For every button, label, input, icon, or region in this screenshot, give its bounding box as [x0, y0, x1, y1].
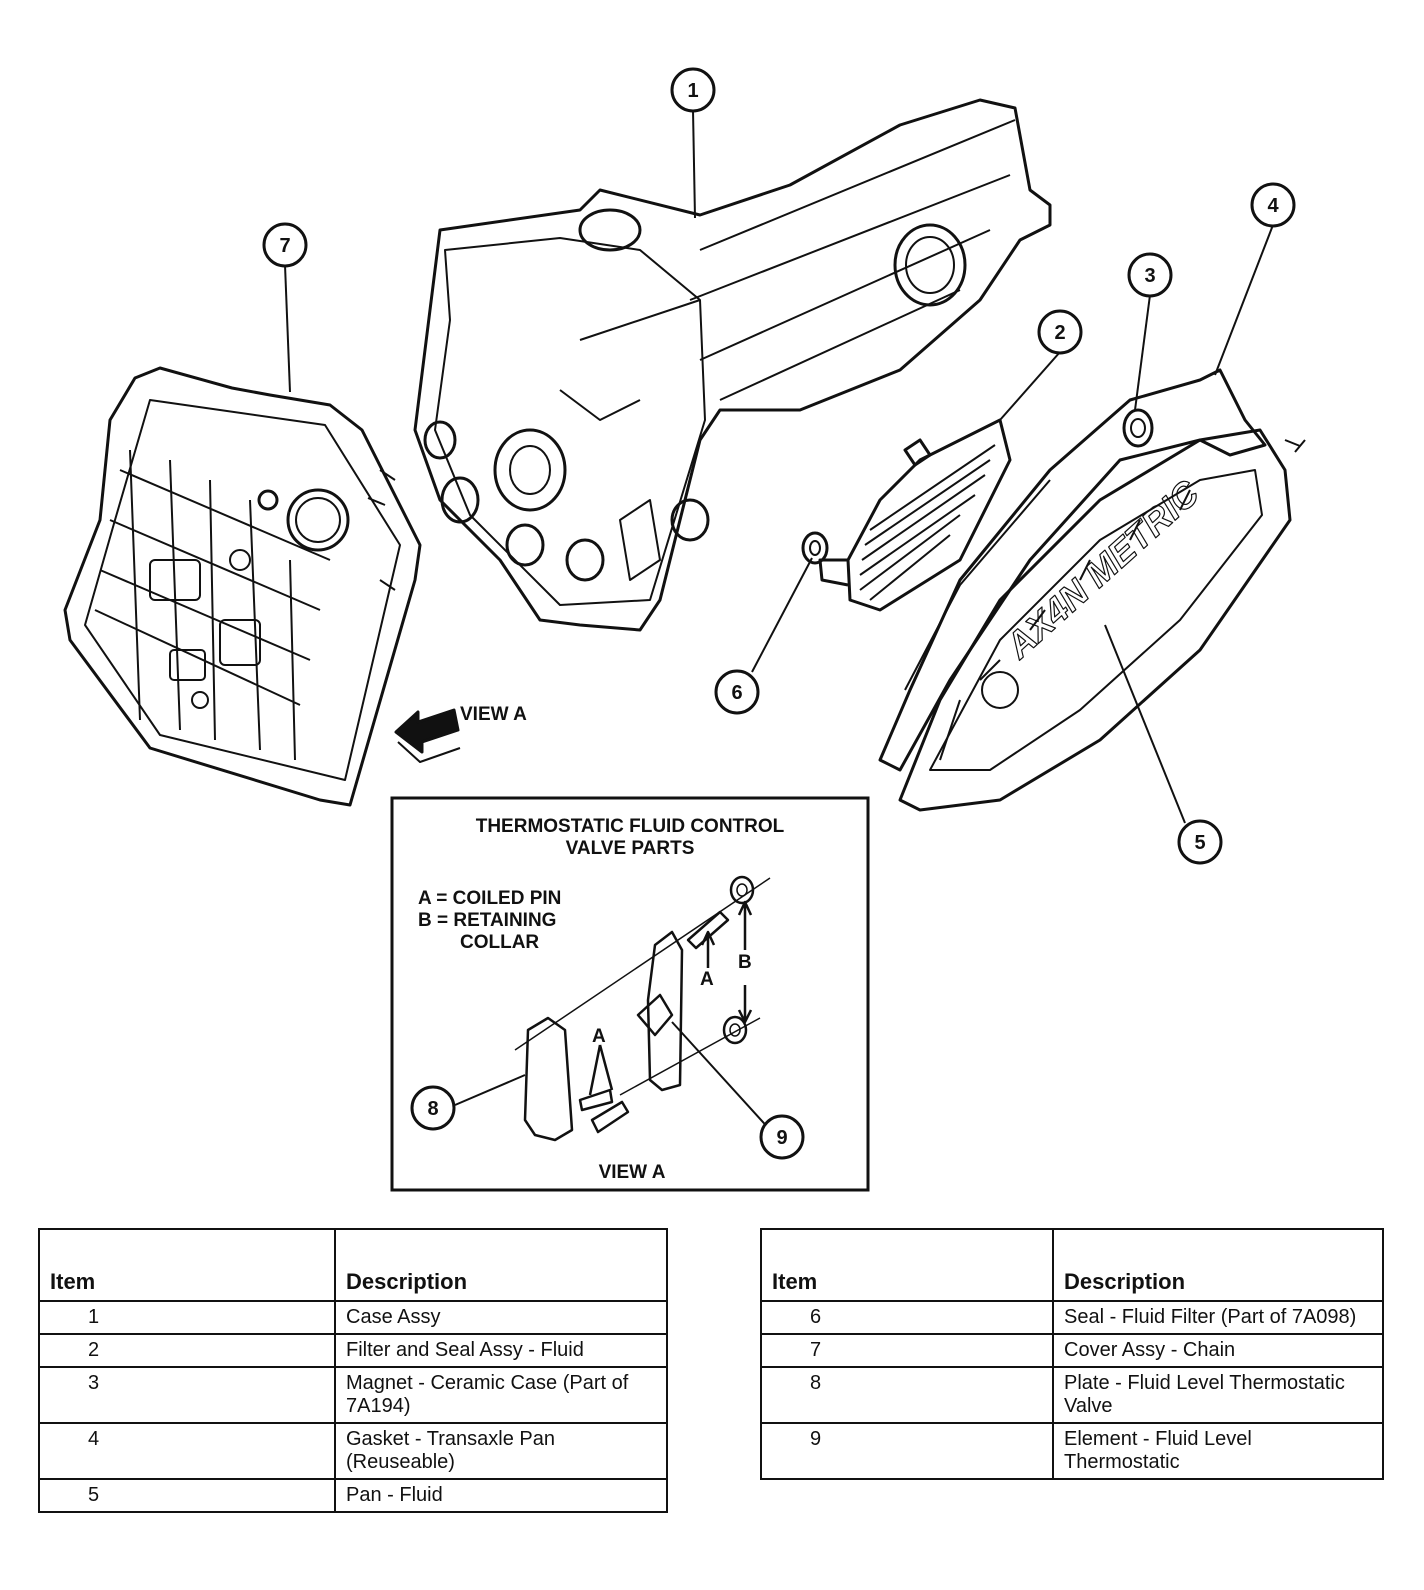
item-description: Element - Fluid Level Thermostatic: [1052, 1422, 1384, 1480]
svg-text:4: 4: [1267, 195, 1279, 217]
callout-5: 5: [1177, 819, 1223, 865]
column-header-item: Item: [760, 1228, 1054, 1302]
inset-caption: VIEW A: [599, 1162, 666, 1183]
item-number: 1: [38, 1300, 336, 1335]
filter-drawing: [818, 418, 1012, 612]
filter-seal-drawing: [801, 531, 829, 565]
inset-title-line1: THERMOSTATIC FLUID CONTROL: [476, 816, 785, 837]
callout-1: 1: [670, 67, 716, 113]
item-description: Filter and Seal Assy - Fluid: [334, 1333, 668, 1368]
pan-gasket-drawing: [878, 368, 1267, 772]
callouts: 1 7 2 3 4 6 5: [262, 67, 1296, 865]
pan-marking: AX4N METRIC: [997, 472, 1207, 667]
column-header-description: Description: [1052, 1228, 1384, 1302]
callout-8: 8: [410, 1085, 456, 1131]
magnet-drawing: [1122, 408, 1154, 448]
view-a-label: VIEW A: [460, 704, 527, 725]
table-header-row: Item Description: [760, 1228, 1384, 1302]
item-number: 5: [38, 1478, 336, 1513]
column-header-description: Description: [334, 1228, 668, 1302]
inset-letter-a-right: A: [700, 969, 714, 990]
callout-4: 4: [1250, 182, 1296, 228]
fluid-pan-drawing: AX4N METRIC: [898, 428, 1306, 812]
item-description: Cover Assy - Chain: [1052, 1333, 1384, 1368]
item-description: Pan - Fluid: [334, 1478, 668, 1513]
callout-7: 7: [262, 222, 308, 268]
exploded-diagram: AX4N METRIC 1 7 2 3 4 6 5 VIEW A THERMOS: [63, 67, 1306, 1192]
inset-title-line2: VALVE PARTS: [566, 838, 695, 859]
column-header-item: Item: [38, 1228, 336, 1302]
item-number: 8: [760, 1366, 1054, 1424]
item-number: 7: [760, 1333, 1054, 1368]
inset-legend-b-line1: B = RETAINING: [418, 910, 556, 931]
inset-legend-b-line2: COLLAR: [460, 932, 539, 953]
callout-2: 2: [1037, 309, 1083, 355]
item-number: 3: [38, 1366, 336, 1424]
item-number: 4: [38, 1422, 336, 1480]
inset-legend-a: A = COILED PIN: [418, 888, 561, 909]
callout-6: 6: [714, 669, 760, 715]
item-number: 2: [38, 1333, 336, 1368]
item-description: Magnet - Ceramic Case (Part of 7A194): [334, 1366, 668, 1424]
svg-text:7: 7: [279, 235, 290, 257]
transaxle-case-drawing: [413, 98, 1052, 632]
item-number: 9: [760, 1422, 1054, 1480]
callout-3: 3: [1127, 252, 1173, 298]
svg-text:5: 5: [1194, 832, 1205, 854]
item-number: 6: [760, 1300, 1054, 1335]
svg-text:8: 8: [427, 1098, 438, 1120]
item-description: Seal - Fluid Filter (Part of 7A098): [1052, 1300, 1384, 1335]
svg-text:1: 1: [687, 80, 698, 102]
item-description: Case Assy: [334, 1300, 668, 1335]
chain-cover-drawing: [63, 366, 422, 807]
inset-view-a: THERMOSTATIC FLUID CONTROL VALVE PARTS A…: [390, 796, 870, 1192]
item-description: Plate - Fluid Level Thermostatic Valve: [1052, 1366, 1384, 1424]
svg-text:2: 2: [1054, 322, 1065, 344]
svg-text:6: 6: [731, 682, 742, 704]
inset-letter-b: B: [738, 952, 752, 973]
callout-9: 9: [759, 1114, 805, 1160]
svg-text:9: 9: [776, 1127, 787, 1149]
item-description: Gasket - Transaxle Pan (Reuseable): [334, 1422, 668, 1480]
table-header-row: Item Description: [38, 1228, 668, 1302]
view-a-arrow: [394, 708, 461, 763]
svg-text:3: 3: [1144, 265, 1155, 287]
inset-letter-a-left: A: [592, 1026, 606, 1047]
leader-lines: [284, 109, 1274, 824]
